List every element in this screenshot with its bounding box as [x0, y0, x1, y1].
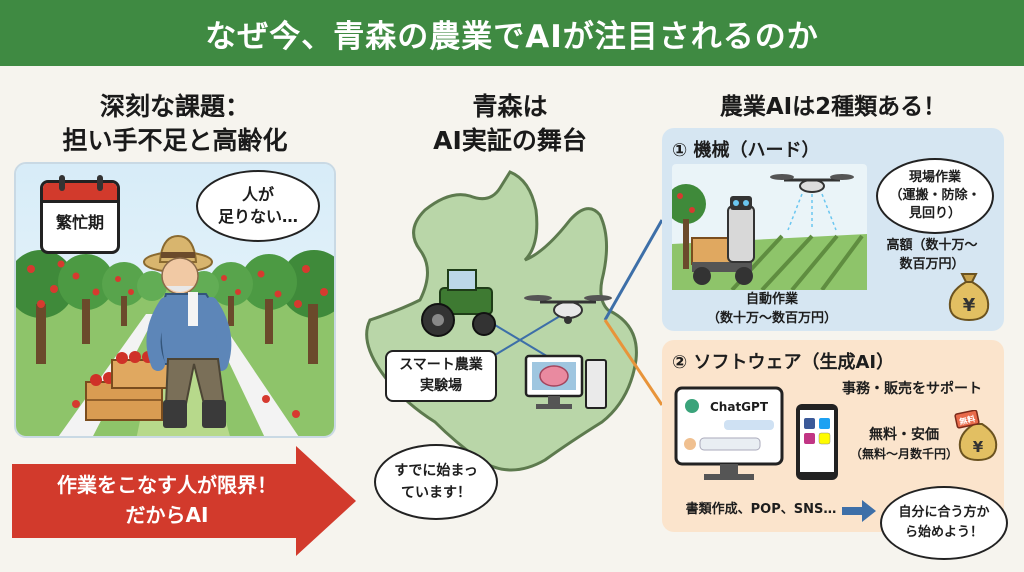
right-title: 農業AIは2種類ある！	[719, 94, 947, 120]
smartphone-icon	[796, 404, 838, 480]
apple-crates	[85, 351, 175, 421]
software-panel: ② ソフトウェア（生成AI） 事務・販売をサポート ChatGPT 無料・安価 …	[662, 340, 1004, 532]
left-apple-trees	[16, 250, 167, 364]
desktop-chat-illustration	[674, 386, 784, 480]
hardware-panel: ① 機械（ハード） 現場作業 （運搬・防除・ 見回り） 高額（数十万〜 数百万円…	[662, 128, 1004, 331]
red-arrow-shape	[12, 446, 356, 556]
tractor-icon	[421, 269, 496, 337]
money-bag-icon: ¥	[948, 273, 990, 322]
software-docs-text: 書類作成、POP、SNS…	[685, 502, 837, 517]
center-speech-bubble: すでに始まっ ています！	[374, 444, 498, 520]
free-tag-label: 無料	[958, 413, 976, 426]
chatgpt-label: ChatGPT	[710, 400, 769, 414]
left-title: 深刻な課題： 担い手不足と高齢化	[62, 92, 288, 155]
start-suggestion-bubble: 自分に合う方か ら始めよう！	[880, 486, 1008, 560]
farmer-speech-bubble: 人が 足りない…	[196, 170, 320, 242]
small-money-bag-symbol: ¥	[973, 438, 984, 456]
page-title: なぜ今、青森の農業でAIが注目されるのか	[205, 18, 819, 55]
conclusion-arrow: 作業をこなす人が限界！ だからAI	[12, 446, 356, 556]
conclusion-text: 作業をこなす人が限界！ だからAI	[57, 473, 277, 527]
smart-agri-sign: スマート農業 実験場	[385, 350, 497, 402]
hardware-title: ① 機械（ハード）	[672, 140, 820, 161]
orchard-illustration	[14, 162, 336, 438]
elderly-farmer	[143, 234, 232, 428]
hardware-caption: 自動作業 （数十万〜数百万円）	[706, 292, 837, 326]
ai-computer-icon	[524, 354, 607, 409]
header-banner: なぜ今、青森の農業でAIが注目されるのか	[0, 0, 1024, 66]
money-bag-symbol: ¥	[963, 295, 976, 316]
software-title: ② ソフトウェア（生成AI）	[672, 352, 895, 373]
center-title: 青森は AI実証の舞台	[433, 92, 587, 155]
small-money-bag-icon: ¥ 無料	[954, 410, 998, 462]
orchard-scene	[16, 164, 334, 436]
software-price: 無料・安価 （無料〜月数千円）	[849, 427, 958, 461]
field-work-bubble: 現場作業 （運搬・防除・ 見回り）	[876, 158, 994, 234]
hardware-price: 高額（数十万〜 数百万円）	[886, 238, 978, 272]
software-support-text: 事務・販売をサポート	[842, 381, 982, 397]
drone-icon	[524, 295, 612, 324]
connector-lines	[603, 219, 664, 406]
calendar-label: 繁忙期	[55, 213, 104, 232]
calendar-icon: 繁忙期	[40, 175, 120, 254]
right-arrow-icon	[842, 500, 876, 522]
robot-field-illustration	[672, 164, 867, 290]
right-apple-trees	[189, 250, 334, 364]
